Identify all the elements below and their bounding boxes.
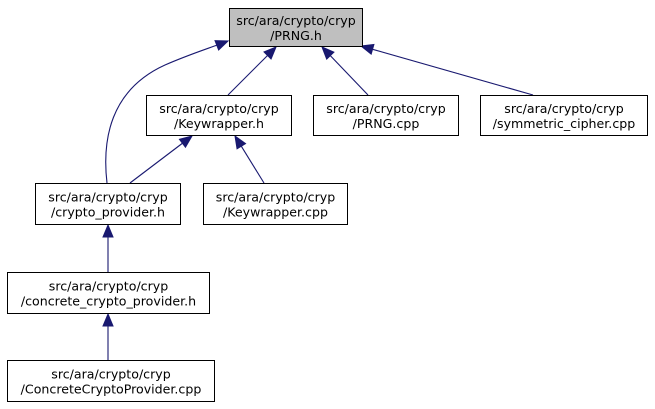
node-label-file: /concrete_crypto_provider.h — [21, 294, 196, 309]
edge-keywrapper-cpp-to-keywrapper-h — [234, 134, 265, 184]
node-label-path: src/ara/crypto/cryp — [51, 367, 170, 382]
edge-line — [227, 55, 268, 96]
edge-line — [329, 55, 369, 96]
edge-concretecryptoprovider-cpp-to-concrete-crypto-provider-h — [102, 312, 114, 360]
arrowhead-icon — [321, 46, 335, 61]
node-box — [313, 95, 459, 136]
node-label-file: /PRNG.cpp — [353, 116, 420, 131]
arrowhead-icon — [102, 223, 114, 238]
arrowhead-icon — [359, 43, 375, 55]
edge-line — [240, 145, 265, 184]
node-label-path: src/ara/crypto/cryp — [504, 101, 623, 116]
node-box — [146, 95, 292, 136]
edge-keywrapper-h-to-prng-h — [227, 46, 277, 96]
node-label-path: src/ara/crypto/cryp — [216, 190, 335, 205]
node-label-file: /PRNG.h — [270, 28, 322, 43]
node-label-file: /Keywrapper.cpp — [223, 205, 328, 220]
node-concrete-crypto-provider-h[interactable]: src/ara/crypto/cryp/concrete_crypto_prov… — [7, 272, 210, 314]
arrowhead-icon — [214, 40, 230, 51]
node-symmetric-cipher-cpp[interactable]: src/ara/crypto/cryp/symmetric_cipher.cpp — [480, 95, 648, 136]
edge-line — [105, 40, 229, 184]
edge-crypto-provider-h-to-prng-h — [105, 40, 230, 184]
edge-prng-cpp-to-prng-h — [321, 46, 369, 96]
node-box — [203, 183, 348, 225]
arrowhead-icon — [263, 46, 277, 60]
node-prng-h: src/ara/crypto/cryp/PRNG.h — [229, 8, 363, 47]
node-label-file: /Keywrapper.h — [174, 116, 264, 131]
node-box — [7, 272, 210, 314]
node-concretecryptoprovider-cpp[interactable]: src/ara/crypto/cryp/ConcreteCryptoProvid… — [7, 360, 215, 402]
node-prng-cpp[interactable]: src/ara/crypto/cryp/PRNG.cpp — [313, 95, 459, 136]
edge-crypto-provider-h-to-keywrapper-h — [129, 135, 194, 184]
edge-line — [372, 48, 534, 96]
node-label-path: src/ara/crypto/cryp — [236, 13, 355, 28]
node-label-path: src/ara/crypto/cryp — [326, 101, 445, 116]
node-keywrapper-h[interactable]: src/ara/crypto/cryp/Keywrapper.h — [146, 95, 292, 136]
node-label-file: /ConcreteCryptoProvider.cpp — [21, 382, 202, 397]
node-crypto-provider-h[interactable]: src/ara/crypto/cryp/crypto_provider.h — [35, 183, 181, 225]
edge-symmetric-cipher-cpp-to-prng-h — [359, 43, 534, 96]
node-box — [7, 360, 215, 402]
node-box — [229, 8, 363, 47]
edge-line — [129, 142, 183, 184]
node-box — [35, 183, 181, 225]
nodes-layer: src/ara/crypto/cryp/PRNG.hsrc/ara/crypto… — [7, 8, 648, 402]
edges-layer — [102, 40, 534, 360]
node-box — [480, 95, 648, 136]
node-label-file: /symmetric_cipher.cpp — [493, 116, 635, 131]
node-label-path: src/ara/crypto/cryp — [48, 190, 167, 205]
edge-concrete-crypto-provider-h-to-crypto-provider-h — [102, 223, 114, 272]
arrowhead-icon — [234, 134, 247, 150]
arrowhead-icon — [178, 135, 194, 149]
node-label-path: src/ara/crypto/cryp — [49, 279, 168, 294]
node-label-path: src/ara/crypto/cryp — [159, 101, 278, 116]
node-label-file: /crypto_provider.h — [51, 205, 165, 220]
arrowhead-icon — [102, 312, 114, 327]
node-keywrapper-cpp[interactable]: src/ara/crypto/cryp/Keywrapper.cpp — [203, 183, 348, 225]
